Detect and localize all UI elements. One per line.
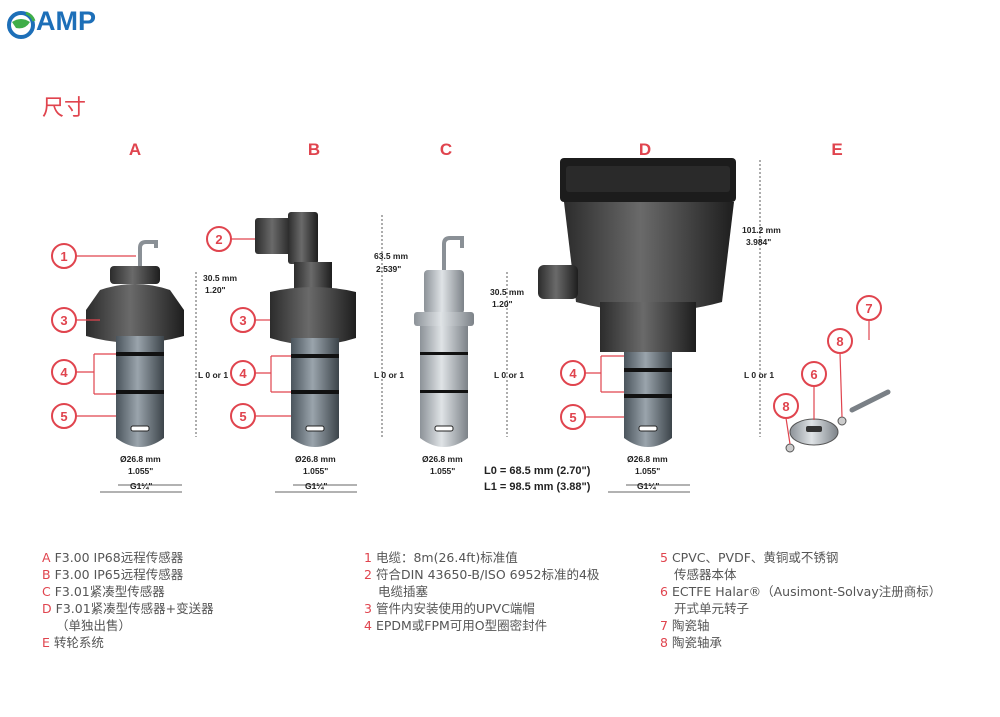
callout-8-b: 8 xyxy=(782,399,789,414)
dim-b-thread: G1¼" xyxy=(305,481,327,491)
amp-logo: AMP xyxy=(6,4,126,44)
dim-a-dia: Ø26.8 mm xyxy=(120,454,161,464)
callout-4: 4 xyxy=(60,365,68,380)
callout-5: 5 xyxy=(60,409,67,424)
dim-b-top: 63.5 mm xyxy=(374,251,408,261)
callout-3-b: 3 xyxy=(239,313,246,328)
sensor-b xyxy=(255,212,383,493)
dim-c-dia: Ø26.8 mm xyxy=(422,454,463,464)
logo-text: AMP xyxy=(36,6,96,36)
legend-item: 开式单元转子 xyxy=(674,601,750,616)
dim-d-top-in: 3.984" xyxy=(746,237,771,247)
callout-8: 8 xyxy=(836,334,843,349)
callout-4-d: 4 xyxy=(569,366,577,381)
dim-a-dia-in: 1.055" xyxy=(128,466,153,476)
l0-note: L0 = 68.5 mm (2.70") xyxy=(484,465,591,477)
callout-4-b: 4 xyxy=(239,366,247,381)
column-label-e: E xyxy=(831,140,843,159)
dim-c-top-in: 1.20" xyxy=(492,299,513,309)
dim-b-dia-in: 1.055" xyxy=(303,466,328,476)
legend-item: （单独出售） xyxy=(56,618,132,633)
dim-a-top-in: 1.20" xyxy=(205,285,226,295)
logo-globe-icon xyxy=(7,11,36,39)
dim-b-l: L 0 or 1 xyxy=(374,370,404,380)
column-label-a: A xyxy=(128,140,142,159)
legend-item: 电缆插塞 xyxy=(378,584,429,599)
dim-b-dia: Ø26.8 mm xyxy=(295,454,336,464)
dim-d-thread: G1¼" xyxy=(637,481,659,491)
callout-5-b: 5 xyxy=(239,409,246,424)
callout-3: 3 xyxy=(60,313,67,328)
dim-d-top: 101.2 mm xyxy=(742,225,781,235)
callout-2: 2 xyxy=(215,232,222,247)
sensor-c xyxy=(414,236,508,447)
rotor-e xyxy=(785,389,891,453)
dim-a-thread: G1¼" xyxy=(130,481,152,491)
legend-item: 传感器本体 xyxy=(674,567,737,582)
callout-5-d: 5 xyxy=(569,410,576,425)
dim-b-top-in: 2.539" xyxy=(376,264,401,274)
callout-6: 6 xyxy=(810,367,817,382)
dim-d-dia-in: 1.055" xyxy=(635,466,660,476)
page-title: 尺寸 xyxy=(42,96,87,121)
column-label-b: B xyxy=(307,140,321,159)
dim-d-dia: Ø26.8 mm xyxy=(627,454,668,464)
l1-note: L1 = 98.5 mm (3.88") xyxy=(484,481,591,493)
dim-c-top: 30.5 mm xyxy=(490,287,524,297)
column-label-c: C xyxy=(439,140,453,159)
column-label-d: D xyxy=(638,140,652,159)
callout-7: 7 xyxy=(865,301,872,316)
dim-d-l: L 0 or 1 xyxy=(744,370,774,380)
dim-a-top: 30.5 mm xyxy=(203,273,237,283)
sensor-d xyxy=(538,158,761,493)
dim-a-l: L 0 or 1 xyxy=(198,370,228,380)
dim-c-dia-in: 1.055" xyxy=(430,466,455,476)
dim-c-l: L 0 or 1 xyxy=(494,370,524,380)
callout-1: 1 xyxy=(60,249,67,264)
sensor-a xyxy=(86,240,197,493)
